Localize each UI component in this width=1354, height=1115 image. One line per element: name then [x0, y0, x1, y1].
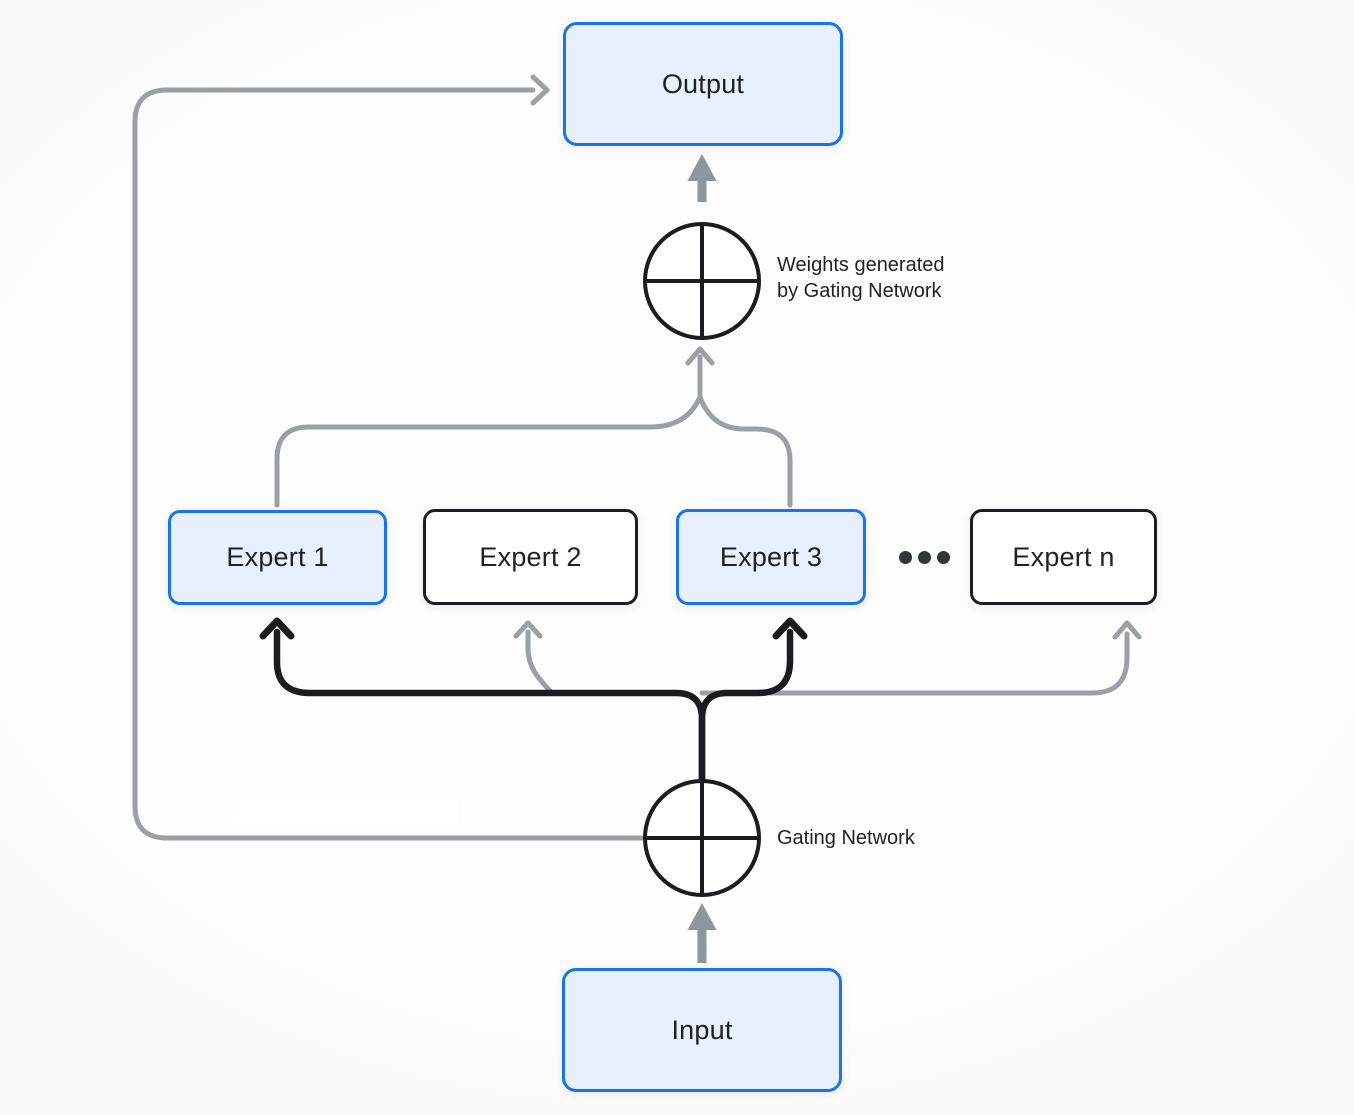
- sum-to-output-arrowhead-icon: [687, 154, 717, 181]
- gating-network-icon: [643, 779, 761, 897]
- weighted-sum-label: Weights generated by Gating Network: [777, 252, 945, 305]
- weighted-sum-icon: [643, 222, 761, 340]
- gating-to-expert1-wire: [273, 628, 706, 784]
- node-expert-3-label: Expert 3: [719, 541, 823, 572]
- background-highlight-band: [233, 799, 458, 823]
- expert3-to-sum-wire: [697, 394, 793, 508]
- expert1-arrowhead-icon: [259, 617, 295, 640]
- node-expert-3: Expert 3: [676, 509, 866, 605]
- expert3-arrowhead-icon: [772, 617, 808, 640]
- node-expert-1-label: Expert 1: [226, 542, 329, 572]
- expertn-arrowhead-icon: [1112, 620, 1142, 640]
- gating-to-output-skip-wire: [132, 87, 648, 841]
- sum-arrowhead-icon: [685, 346, 715, 366]
- node-expert-n: Expert n: [970, 509, 1157, 605]
- node-expert-2: Expert 2: [423, 509, 638, 605]
- weighted-sum-label-line1: Weights generated: [777, 254, 945, 276]
- input-to-gating-arrowhead-icon: [687, 903, 717, 930]
- node-expert-n-label: Expert n: [1012, 541, 1115, 572]
- gating-network-label: Gating Network: [777, 827, 915, 849]
- gating-to-expertn-wire: [699, 631, 1130, 696]
- gating-to-expert2-wire: [525, 629, 555, 696]
- node-input: Input: [562, 968, 842, 1092]
- output-skip-arrowhead-icon: [530, 74, 550, 106]
- weighted-sum-label-line2: by Gating Network: [777, 280, 942, 303]
- node-input-label: Input: [671, 1014, 733, 1045]
- expert1-to-sum-wire: [274, 394, 703, 508]
- ellipsis-dots-icon: [899, 551, 950, 564]
- gating-to-expert3-wire: [698, 628, 794, 784]
- node-expert-2-label: Expert 2: [479, 541, 582, 572]
- node-output-label: Output: [661, 68, 745, 99]
- node-expert-1: Expert 1: [168, 510, 387, 605]
- node-output: Output: [563, 22, 843, 146]
- expert2-arrowhead-icon: [513, 620, 543, 639]
